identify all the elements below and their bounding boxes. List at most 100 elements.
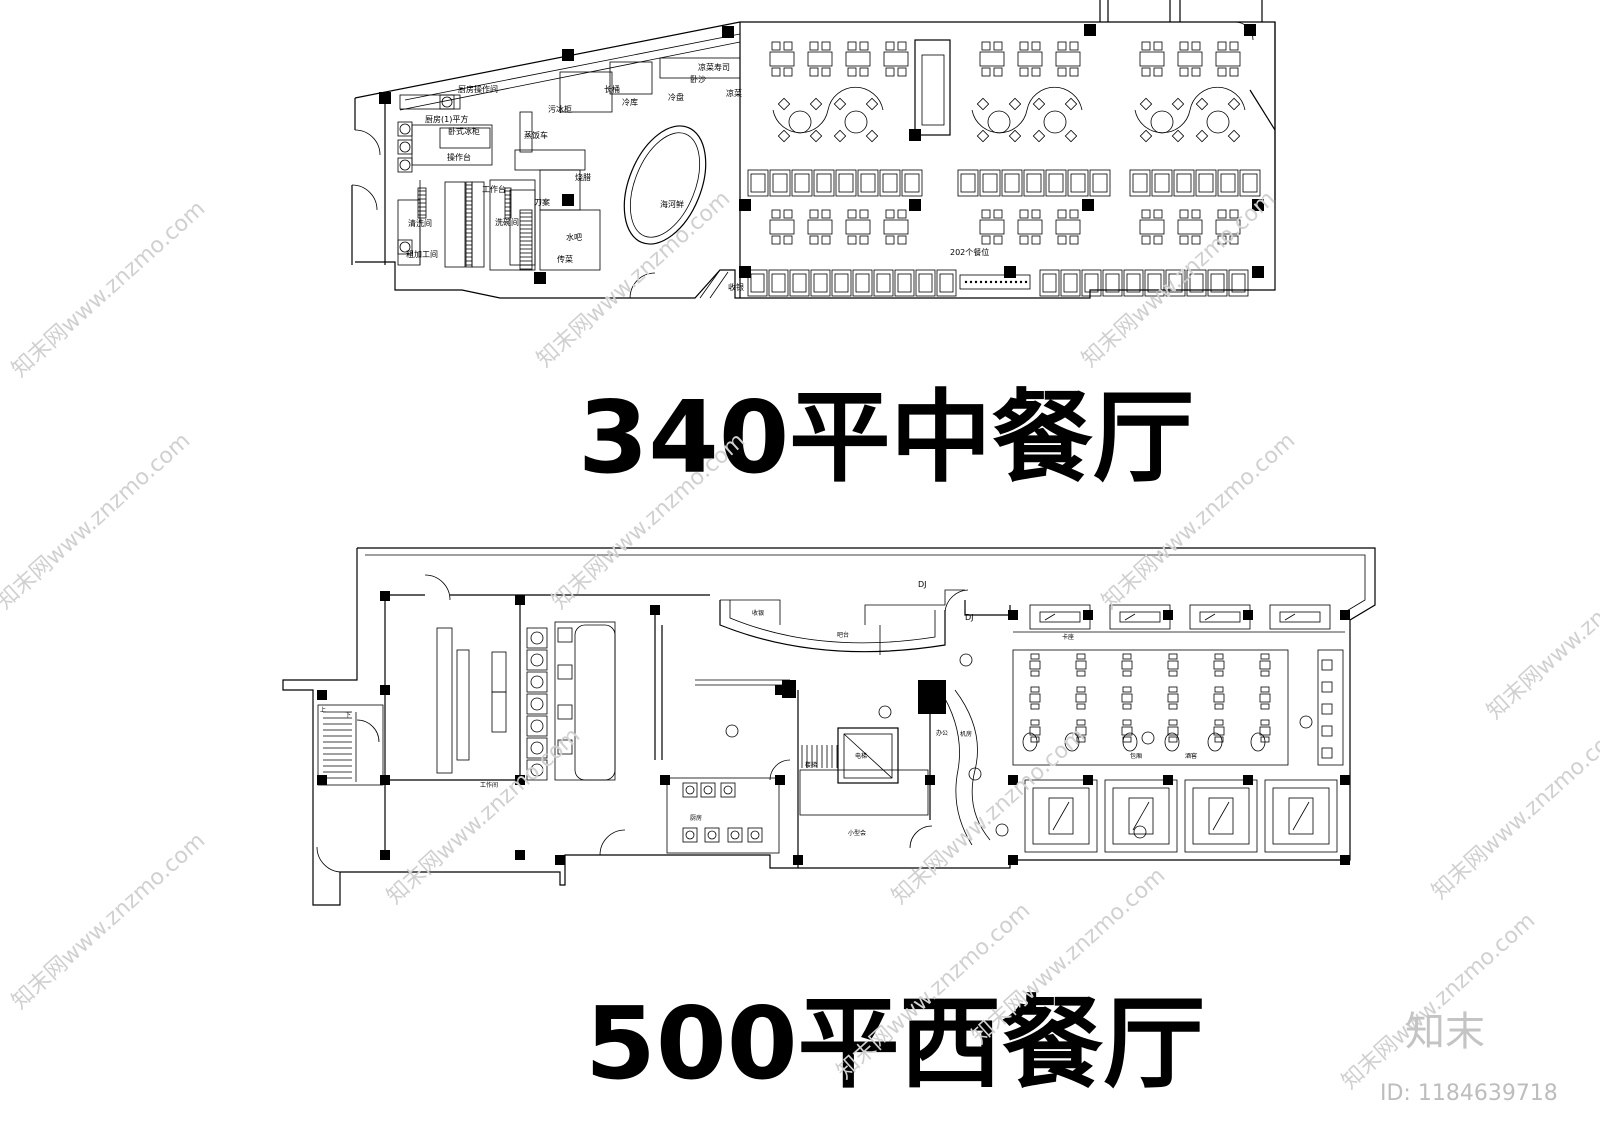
room-label: 厨房 <box>690 814 702 822</box>
hatch-strip <box>519 209 533 271</box>
booth <box>901 169 923 197</box>
booth <box>1089 169 1111 197</box>
chair <box>1008 129 1022 143</box>
equipment-box <box>397 139 413 155</box>
booth-seat <box>771 273 786 293</box>
chair <box>809 97 823 111</box>
chair <box>771 41 781 51</box>
booth-sofa <box>1272 787 1330 845</box>
booth-seat <box>834 273 849 293</box>
chair <box>821 67 831 77</box>
round-sofa <box>1026 86 1083 111</box>
dining-table <box>1075 660 1087 670</box>
room-label: 冷库 <box>622 97 638 107</box>
booth-seat <box>772 173 788 193</box>
bench-dot <box>964 280 968 284</box>
western-restaurant-plan <box>282 547 1376 906</box>
room-label: 海河鲜 <box>660 199 684 209</box>
private-booth <box>1184 779 1258 853</box>
chair <box>1076 686 1086 693</box>
room-label: 凉菜 <box>726 88 742 98</box>
structural-column <box>380 775 390 785</box>
structural-column <box>775 775 785 785</box>
chair <box>809 209 819 219</box>
grid-marker <box>968 767 982 781</box>
chair <box>1191 41 1201 51</box>
structural-column <box>793 855 803 865</box>
kitchen-unit <box>557 627 573 643</box>
dining-table <box>1215 219 1241 235</box>
chair <box>993 209 1003 219</box>
coffee-table <box>1039 611 1081 623</box>
booth-table <box>1288 797 1314 835</box>
structural-column <box>1008 775 1018 785</box>
room-label: 包厢 <box>1130 752 1142 760</box>
booth <box>1067 169 1089 197</box>
dining-table <box>807 51 833 67</box>
chair <box>976 97 990 111</box>
booth-seat <box>750 273 765 293</box>
chair <box>1214 670 1224 677</box>
private-booth <box>1024 779 1098 853</box>
equipment-box <box>397 121 413 137</box>
brand-mark: 知末 <box>1405 1009 1485 1055</box>
hatch-line <box>1292 801 1310 831</box>
dining-table <box>1259 693 1271 703</box>
chair <box>1214 703 1224 710</box>
bench-dot <box>984 280 988 284</box>
booth-seat <box>1070 173 1086 193</box>
room-label: 卡座 <box>1062 633 1074 641</box>
image-id: ID: 1184639718 <box>1380 1081 1558 1106</box>
round-table <box>788 110 812 134</box>
booth <box>979 169 1001 197</box>
kitchen-unit <box>557 664 573 680</box>
room-label: 冷盘 <box>668 92 684 102</box>
booth <box>1123 269 1144 297</box>
hatch-line <box>1212 801 1230 831</box>
chair <box>1030 736 1040 743</box>
room-label: 清洗间 <box>408 218 432 228</box>
chair <box>1195 129 1209 143</box>
structural-column <box>1084 24 1096 36</box>
round-sofa <box>827 86 884 111</box>
chair <box>1069 41 1079 51</box>
bench-dot <box>974 280 978 284</box>
booth <box>791 169 813 197</box>
dining-table <box>769 219 795 235</box>
booth-seat <box>904 173 920 193</box>
chair <box>1069 67 1079 77</box>
booth-seat <box>960 173 976 193</box>
booth-seat <box>882 173 898 193</box>
chair <box>783 235 793 245</box>
dining-table <box>1017 219 1043 235</box>
hatch-line <box>1204 613 1216 621</box>
chair <box>809 129 823 143</box>
chair <box>859 209 869 219</box>
chair <box>1019 209 1029 219</box>
structural-column <box>909 199 921 211</box>
bench-dot <box>1004 280 1008 284</box>
chair <box>993 67 1003 77</box>
chair <box>1076 736 1086 743</box>
booth-table <box>1128 797 1154 835</box>
booth-seat <box>1063 273 1078 293</box>
chair <box>1030 719 1040 726</box>
booth <box>1239 169 1261 197</box>
chair <box>1031 235 1041 245</box>
room-label: 202个餐位 <box>950 247 989 257</box>
booth-seat <box>939 273 954 293</box>
chair <box>1168 719 1178 726</box>
chair <box>1030 686 1040 693</box>
room-label: 酒窖 <box>1185 752 1197 760</box>
grid-marker <box>995 823 1009 837</box>
round-table <box>1164 732 1180 752</box>
dining-table <box>807 219 833 235</box>
room-label: 蒸饭车 <box>524 130 548 140</box>
chair <box>897 209 907 219</box>
chair <box>1139 129 1153 143</box>
bench-dot <box>999 280 1003 284</box>
booth <box>1060 269 1081 297</box>
structural-column <box>379 92 391 104</box>
chair <box>859 235 869 245</box>
